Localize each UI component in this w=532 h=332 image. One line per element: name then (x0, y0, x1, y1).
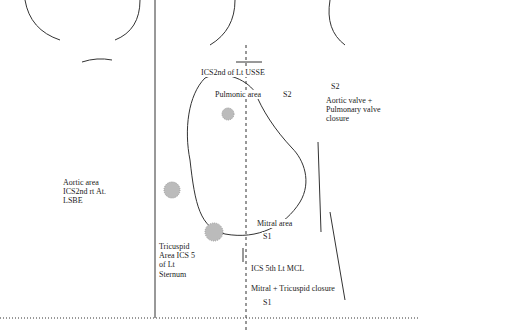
clavicle (236, 62, 262, 63)
area-label: Pulmonic area (214, 90, 262, 99)
left-clavicle (82, 59, 112, 62)
area-label: Tricuspid Area ICS 5 of Lt Sternum (158, 242, 204, 279)
auscultation-spot (222, 108, 234, 120)
right-neck (210, 0, 235, 45)
area-label: S1 (262, 232, 272, 241)
left-shoulder (25, 0, 60, 40)
area-label: Mitral + Tricuspid closure (250, 284, 336, 293)
area-label: Mitral area (256, 219, 293, 228)
area-label: S2 (330, 82, 340, 91)
sternum-line (246, 45, 247, 330)
area-label: ICS2nd of Lt USSE (200, 68, 266, 77)
left-shoulder (115, 0, 140, 40)
auscultation-spot (205, 223, 223, 241)
heart-outline (187, 75, 306, 236)
area-label: S2 (282, 90, 292, 99)
area-label: Aortic area ICS2nd rt At. LSBE (62, 178, 112, 206)
base-line (0, 318, 420, 319)
right-neck (329, 0, 345, 45)
arm-line (318, 142, 321, 232)
auscultation-spot (164, 182, 180, 198)
area-label: Aortic valve + Pulmonary valve closure (325, 96, 399, 124)
area-label: S1 (262, 298, 272, 307)
pointer-line (243, 248, 244, 262)
divider-line (155, 0, 156, 318)
area-label: ICS 5th Lt MCL (250, 264, 305, 273)
